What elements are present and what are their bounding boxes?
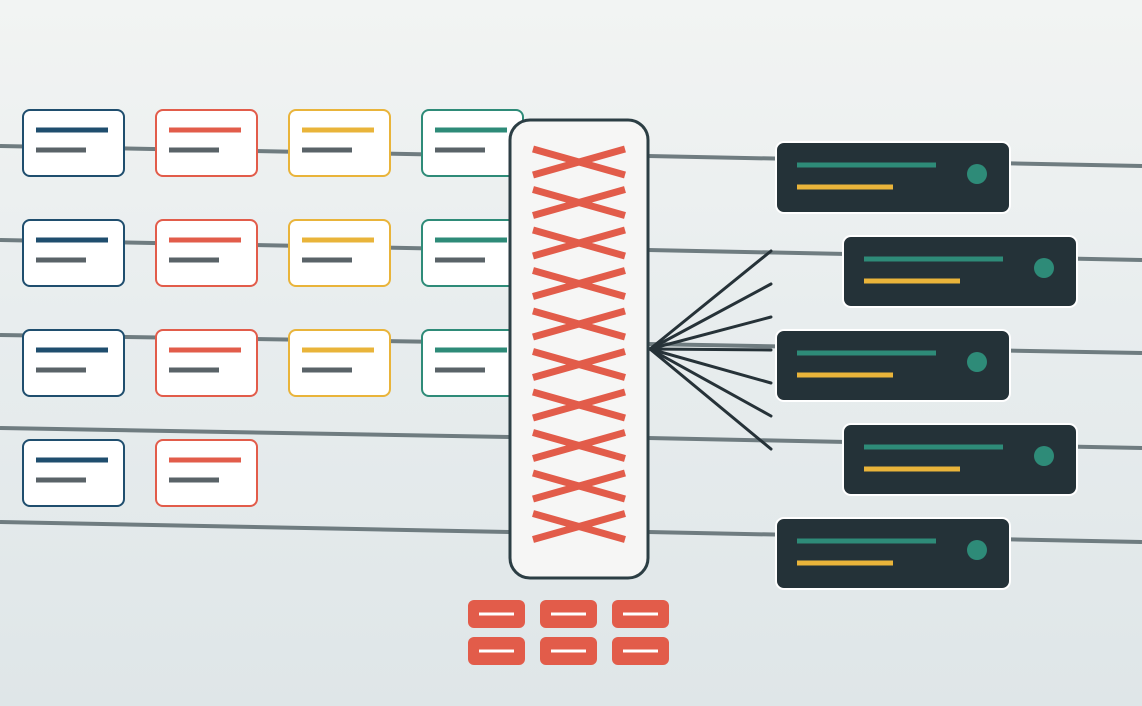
output-nodes xyxy=(775,141,1078,590)
output-node-frame xyxy=(842,235,1078,308)
connection-line xyxy=(0,520,511,534)
bottom-block xyxy=(540,600,597,628)
crossed-mark xyxy=(532,307,626,341)
source-card-teal xyxy=(421,219,524,287)
output-node-1 xyxy=(775,141,1011,214)
crossed-mark xyxy=(532,510,626,543)
source-card-navy xyxy=(22,439,125,507)
cross-stroke xyxy=(532,388,626,422)
card-frame xyxy=(155,219,258,287)
source-cards xyxy=(22,109,524,507)
output-node-frame xyxy=(775,517,1011,590)
cross-stroke xyxy=(532,226,626,260)
status-dot-icon xyxy=(967,352,987,372)
source-card-navy xyxy=(22,109,125,177)
cross-stroke xyxy=(532,469,626,503)
output-node-frame xyxy=(842,423,1078,496)
source-card-teal xyxy=(421,329,524,397)
crossed-mark xyxy=(532,469,626,503)
status-dot-icon xyxy=(967,540,987,560)
card-frame xyxy=(421,109,524,177)
card-frame xyxy=(288,329,391,397)
source-card-yellow xyxy=(288,109,391,177)
output-node-4 xyxy=(842,423,1078,496)
fan-out-line xyxy=(648,282,773,351)
cross-stroke xyxy=(532,267,626,300)
cross-stroke xyxy=(532,510,626,543)
source-card-red xyxy=(155,109,258,177)
card-frame xyxy=(155,329,258,397)
source-card-yellow xyxy=(288,329,391,397)
status-dot-icon xyxy=(967,164,987,184)
connection-line xyxy=(0,426,511,439)
card-frame xyxy=(155,109,258,177)
card-frame xyxy=(22,329,125,397)
crossed-mark xyxy=(532,388,626,422)
fan-out-line xyxy=(648,315,773,351)
card-frame xyxy=(288,109,391,177)
cross-stroke xyxy=(532,307,626,341)
card-frame xyxy=(22,439,125,507)
card-frame xyxy=(288,219,391,287)
output-node-5 xyxy=(775,517,1011,590)
bottom-blocks xyxy=(468,600,669,665)
output-node-3 xyxy=(775,329,1011,402)
cross-stroke xyxy=(532,145,626,179)
fan-out-line xyxy=(648,249,773,351)
bottom-block xyxy=(612,637,669,665)
crossed-mark xyxy=(532,145,626,179)
cross-stroke xyxy=(532,348,626,381)
crossed-mark xyxy=(532,186,626,219)
source-card-teal xyxy=(421,109,524,177)
bottom-block xyxy=(468,600,525,628)
output-node-frame xyxy=(775,329,1011,402)
fan-out-line xyxy=(648,347,773,385)
hub-frame xyxy=(508,118,650,580)
output-node-2 xyxy=(842,235,1078,308)
bottom-block xyxy=(540,637,597,665)
cross-stroke xyxy=(532,186,626,219)
crossed-mark xyxy=(532,267,626,300)
crossed-mark xyxy=(532,429,626,462)
fan-out-line xyxy=(648,347,773,451)
output-node-frame xyxy=(775,141,1011,214)
status-dot-icon xyxy=(1034,258,1054,278)
fan-out-line xyxy=(648,347,773,352)
bottom-block xyxy=(612,600,669,628)
source-card-red xyxy=(155,329,258,397)
crossed-mark xyxy=(532,226,626,260)
source-card-red xyxy=(155,219,258,287)
bottom-block xyxy=(468,637,525,665)
card-frame xyxy=(155,439,258,507)
fan-out-lines xyxy=(648,249,773,451)
card-frame xyxy=(421,329,524,397)
card-frame xyxy=(22,219,125,287)
source-card-red xyxy=(155,439,258,507)
cross-stroke xyxy=(532,429,626,462)
status-dot-icon xyxy=(1034,446,1054,466)
card-frame xyxy=(22,109,125,177)
source-card-navy xyxy=(22,329,125,397)
source-card-yellow xyxy=(288,219,391,287)
crossed-mark xyxy=(532,348,626,381)
card-frame xyxy=(421,219,524,287)
fan-out-line xyxy=(648,347,773,418)
blocked-hub xyxy=(508,118,650,580)
source-card-navy xyxy=(22,219,125,287)
